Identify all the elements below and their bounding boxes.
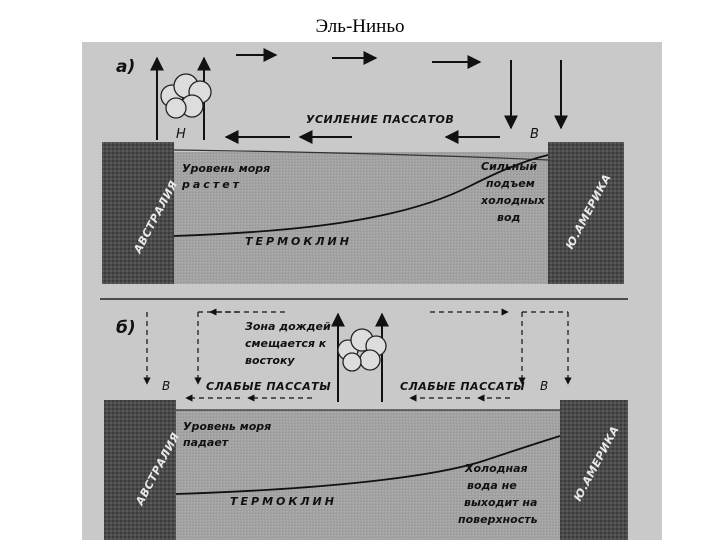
cloud-icon [160, 73, 212, 119]
panel-b-letter: б) [116, 318, 136, 338]
upwelling-label: холодных [480, 194, 546, 207]
sea-level-rise-label: растет [181, 178, 242, 191]
rain-zone-label: востоку [245, 354, 295, 367]
panel-a-letter: а) [116, 57, 135, 77]
weak-trades-label-left: СЛАБЫЕ ПАССАТЫ [206, 380, 331, 393]
south-america-land-b [560, 400, 628, 540]
ocean-a [174, 152, 548, 284]
thermocline-label-b: ТЕРМОКЛИН [230, 495, 337, 508]
cloud-icon [337, 328, 387, 372]
high-pressure-label-right: В [540, 379, 548, 393]
upwelling-label: подъем [486, 177, 535, 190]
south-america-land-a [548, 142, 624, 284]
panel-a: а) Н В УСИЛЕНИЕ ПАССАТОВ АВСТРАЛ [102, 48, 624, 284]
weak-trades-label-right: СЛАБЫЕ ПАССАТЫ [400, 380, 525, 393]
cold-water-label: Холодная [464, 462, 528, 475]
australia-land-b [104, 400, 176, 540]
high-pressure-label-left: В [162, 379, 170, 393]
sea-level-rise-label: Уровень моря [182, 162, 270, 175]
thermocline-label-a: ТЕРМОКЛИН [245, 235, 352, 248]
rain-zone-label: смещается к [245, 337, 327, 350]
high-pressure-label: В [530, 127, 539, 142]
sea-surface-a [173, 149, 549, 161]
thermocline-line-a [173, 154, 549, 237]
upwelling-label: вод [497, 211, 521, 224]
cold-water-label: вода не [467, 479, 517, 492]
upwelling-label: Сильный [481, 160, 537, 173]
cold-water-label: поверхность [458, 513, 538, 526]
thermocline-line-b [175, 435, 561, 495]
sea-level-fall-label: Уровень моря [183, 420, 271, 433]
panel-b: б) В Зона дождей смещается к востоку В С… [104, 308, 628, 540]
cold-water-label: выходит на [464, 496, 537, 509]
rain-zone-label: Зона дождей [245, 320, 331, 333]
slide-title: Эль-Ниньо [315, 16, 405, 37]
trade-winds-label: УСИЛЕНИЕ ПАССАТОВ [306, 113, 454, 126]
low-pressure-label: Н [176, 127, 186, 142]
sea-level-fall-label: падает [183, 436, 229, 449]
ocean-b [176, 410, 560, 540]
australia-land-a [102, 142, 174, 284]
